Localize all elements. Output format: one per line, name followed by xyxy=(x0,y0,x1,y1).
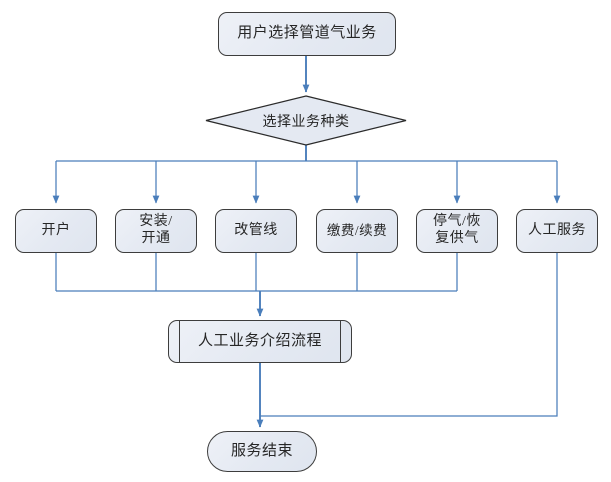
predefined-bar-left-icon xyxy=(179,321,180,362)
node-option-5-line2: 复供气 xyxy=(435,231,479,246)
node-subprocess-label: 人工业务介绍流程 xyxy=(197,332,322,349)
node-start-label: 用户选择管道气业务 xyxy=(237,25,377,42)
node-option-5-label: 停气/恢 复供气 xyxy=(433,214,481,247)
node-option-6-label: 人工服务 xyxy=(528,222,586,238)
node-option-kaihu[interactable]: 开户 xyxy=(15,209,97,253)
node-option-rengong-fuwu[interactable]: 人工服务 xyxy=(516,209,598,253)
node-option-2-line2: 开通 xyxy=(141,231,171,246)
node-option-gaiguanxian[interactable]: 改管线 xyxy=(215,209,297,253)
node-decision-label: 选择业务种类 xyxy=(262,114,350,130)
node-option-2-label: 安装/ 开通 xyxy=(139,214,172,247)
node-option-jiaofei-xufei[interactable]: 缴费/续费 xyxy=(316,209,398,253)
node-option-anzhuang-kaitong[interactable]: 安装/ 开通 xyxy=(115,209,197,253)
node-option-3-label: 改管线 xyxy=(234,222,278,238)
connector-option-6-to-end xyxy=(260,253,558,417)
node-end[interactable]: 服务结束 xyxy=(207,431,317,472)
node-start[interactable]: 用户选择管道气业务 xyxy=(218,12,396,56)
node-end-label: 服务结束 xyxy=(230,442,293,459)
node-subprocess[interactable]: 人工业务介绍流程 xyxy=(168,320,352,363)
node-option-4-label: 缴费/续费 xyxy=(326,223,388,239)
decision-shape-icon xyxy=(205,95,407,146)
node-option-2-line1: 安装/ xyxy=(139,214,173,230)
node-decision[interactable]: 选择业务种类 xyxy=(205,95,407,146)
predefined-bar-right-icon xyxy=(340,321,341,362)
node-option-5-line1: 停气/恢 xyxy=(433,214,481,230)
node-option-1-label: 开户 xyxy=(41,222,71,238)
node-option-tingqi-huifugongqi[interactable]: 停气/恢 复供气 xyxy=(416,209,498,253)
